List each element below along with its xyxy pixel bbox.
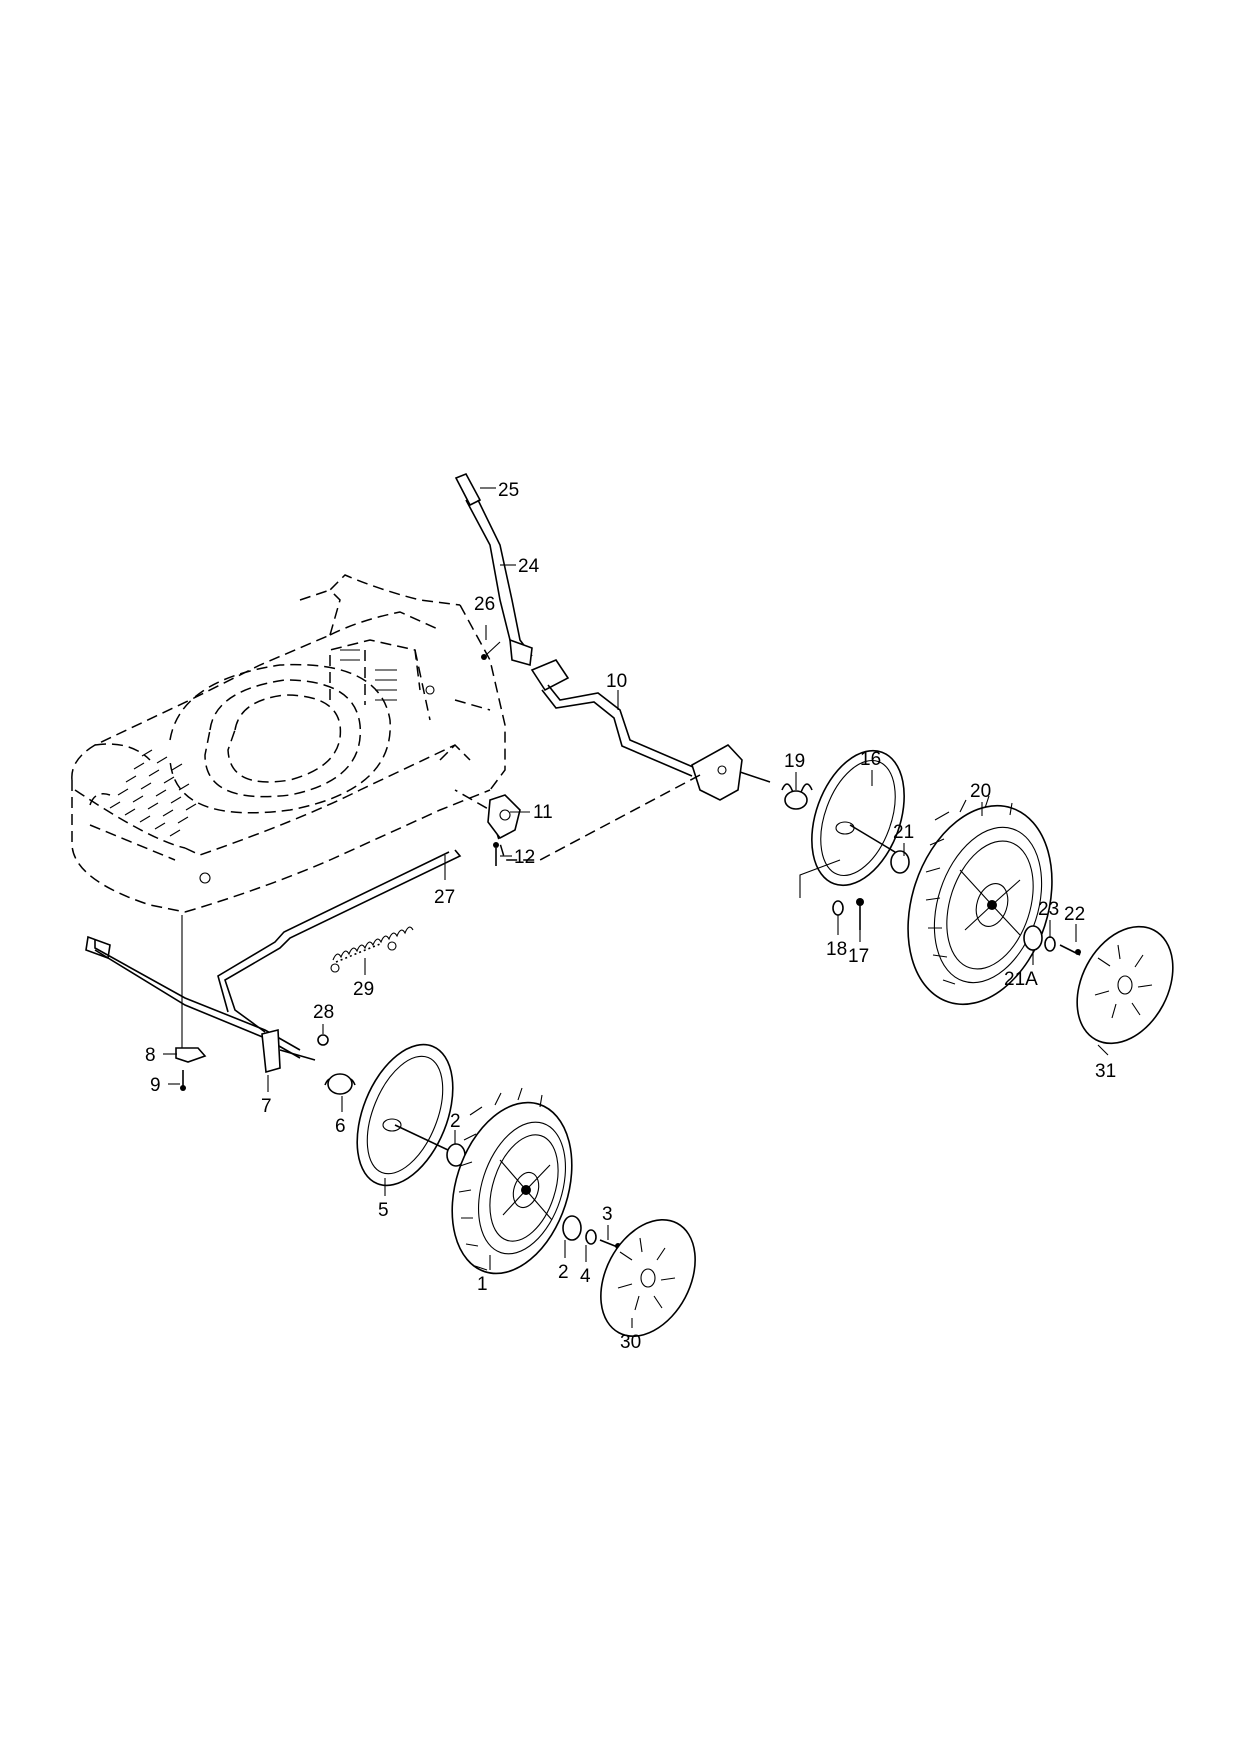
label-1: 1 [477, 1274, 488, 1295]
label-23: 23 [1038, 899, 1059, 920]
label-10: 10 [606, 671, 627, 692]
label-20: 20 [970, 781, 991, 802]
nut-28 [317, 1034, 329, 1046]
label-29: 29 [353, 979, 374, 1000]
label-25: 25 [498, 480, 519, 501]
front-rod [85, 935, 316, 1074]
wheel-1 [451, 1087, 573, 1275]
label-28: 28 [313, 1002, 334, 1023]
label-31: 31 [1095, 1061, 1116, 1082]
label-19: 19 [784, 751, 805, 772]
label-6: 6 [335, 1116, 346, 1137]
hubcap-30 [600, 1219, 696, 1337]
wheel-plate-16 [799, 749, 905, 898]
washer-18 [832, 900, 844, 916]
wheel-plate-5 [356, 1043, 454, 1187]
part-labels: 25 24 26 10 11 12 27 19 16 20 21 23 22 2… [145, 480, 1116, 1353]
label-7: 7 [261, 1096, 272, 1117]
label-18: 18 [826, 939, 847, 960]
bracket-11 [487, 794, 521, 866]
label-26: 26 [474, 594, 495, 615]
rear-axle-rod [530, 659, 771, 801]
cable-dashed [454, 774, 701, 861]
spacer-21a [1023, 925, 1043, 951]
washer-4 [585, 1229, 597, 1245]
height-adjust-lever [454, 472, 533, 667]
label-4: 4 [580, 1266, 591, 1287]
bushing-2b [562, 1215, 582, 1241]
label-11: 11 [533, 802, 553, 823]
link-rod-27 [217, 849, 462, 1033]
screw-17 [856, 898, 864, 930]
label-2a: 2 [450, 1111, 461, 1132]
leader-lines [163, 487, 1109, 1328]
screw-22 [1059, 944, 1081, 956]
clip-8 [175, 1047, 207, 1063]
label-22: 22 [1064, 904, 1085, 925]
spring-29 [330, 926, 414, 973]
label-12: 12 [514, 847, 535, 868]
spring-19 [781, 783, 813, 810]
hubcap-31 [1076, 925, 1174, 1045]
label-3: 3 [602, 1204, 613, 1225]
label-27: 27 [434, 887, 455, 908]
mower-deck-outline [71, 574, 506, 913]
label-21a: 21A [1004, 969, 1038, 990]
label-30: 30 [620, 1332, 641, 1353]
screw-9 [180, 1070, 186, 1091]
washer-23 [1044, 936, 1056, 952]
label-2b: 2 [558, 1262, 569, 1283]
label-24: 24 [518, 556, 540, 577]
spring-6 [324, 1073, 356, 1095]
label-21: 21 [893, 822, 914, 843]
wheel-20 [907, 795, 1053, 1006]
label-16: 16 [860, 749, 881, 770]
label-5: 5 [378, 1200, 389, 1221]
label-9: 9 [150, 1075, 161, 1096]
bushing-21 [890, 850, 910, 874]
label-8: 8 [145, 1045, 156, 1066]
label-17: 17 [848, 946, 869, 967]
